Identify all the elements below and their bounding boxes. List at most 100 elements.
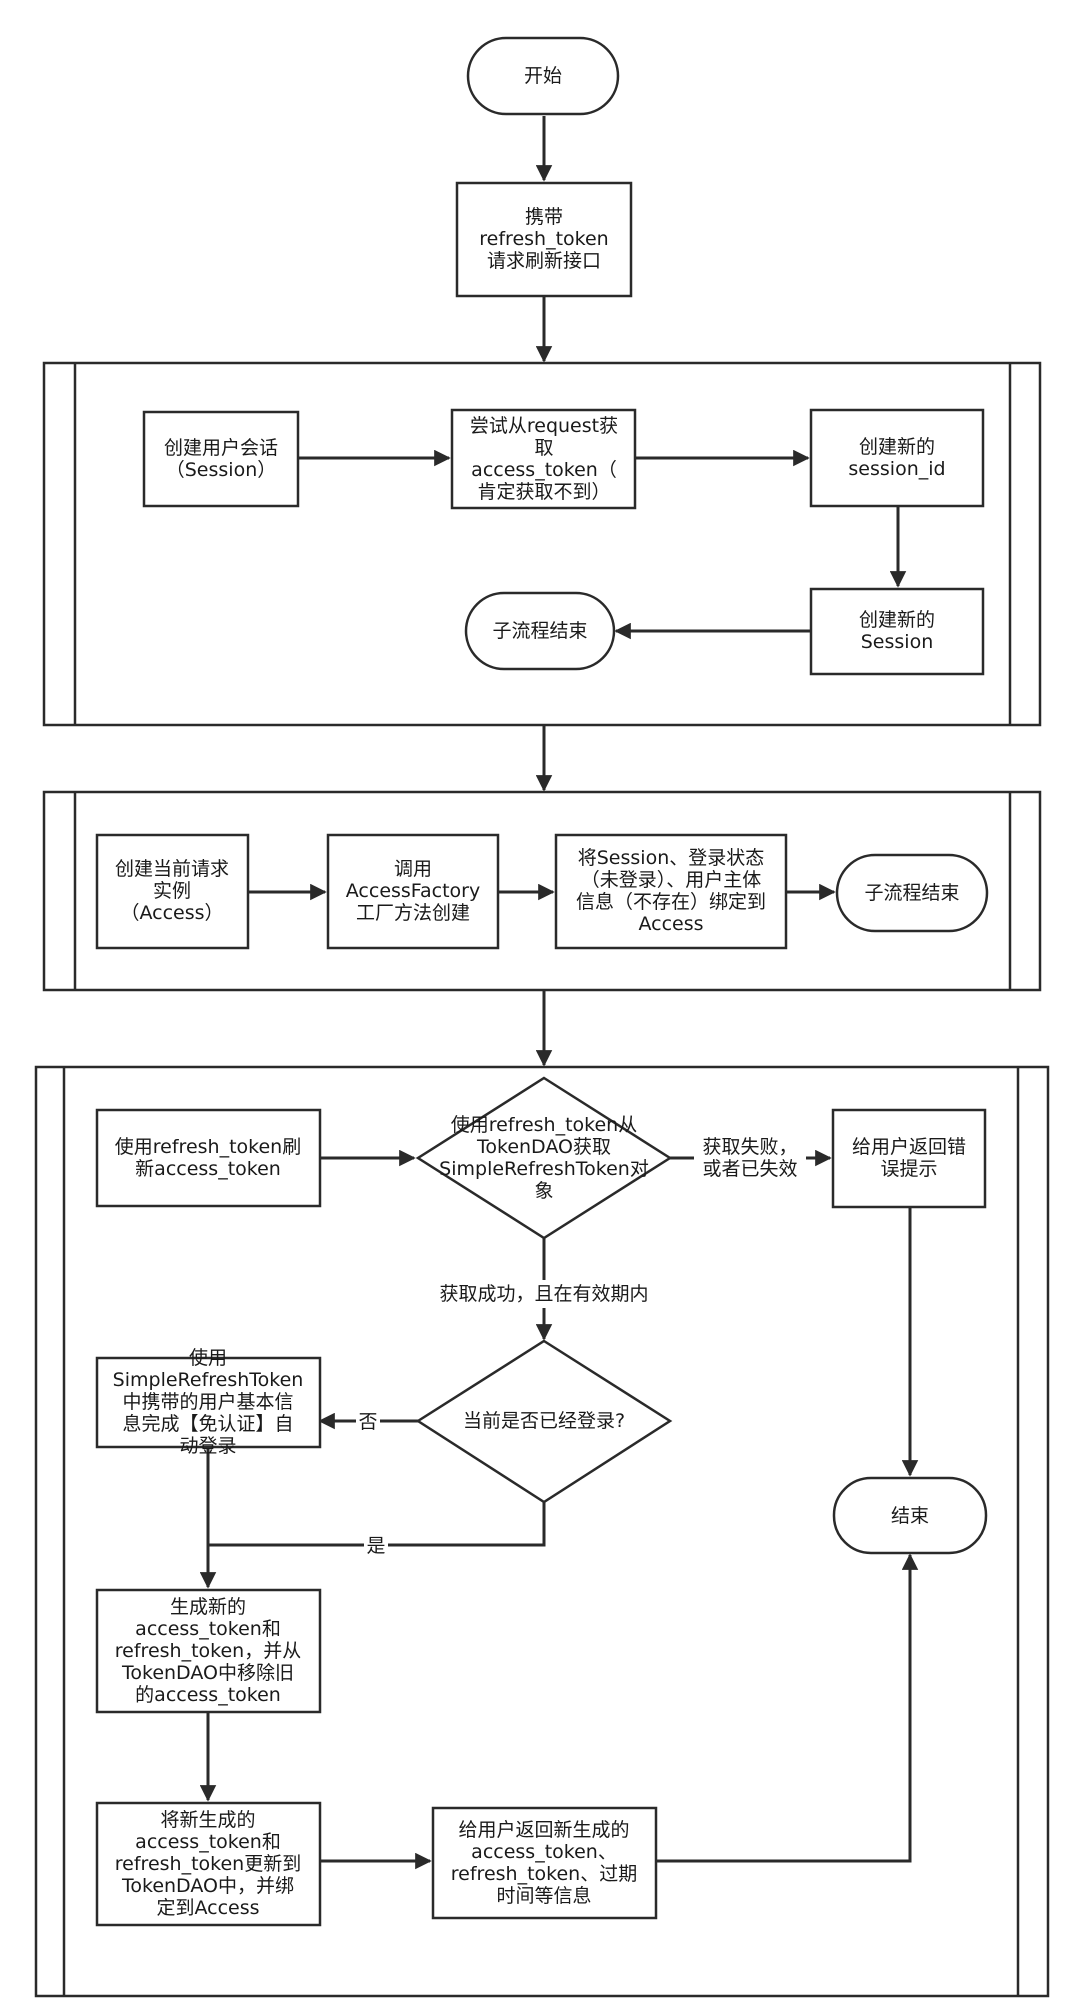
node-s3-auto-login-text-line: 动登录 [179,1435,236,1457]
node-s3-update-tokens-text-line: 定到Access [156,1897,259,1919]
node-s3-use-refresh-token: 使用refresh_token刷新access_token [95,1108,322,1208]
node-s3-update-tokens-text-line: access_token和 [135,1831,281,1853]
node-s1-end-text: 子流程结束 [492,620,587,642]
node-request-refresh-text-line: 携带 [525,206,563,228]
node-s3-end-text: 结束 [891,1505,929,1527]
node-s2-end: 子流程结束 [835,853,989,933]
edge-label-no: 否 [358,1411,377,1433]
node-s3-get-token-decision-text-line: TokenDAO获取 [476,1136,611,1158]
node-s3-end-text-line: 结束 [891,1505,929,1527]
node-s3-generate-tokens-text-line: 生成新的 [170,1596,246,1618]
node-s3-use-refresh-token-text-line: 新access_token [135,1158,281,1180]
node-request-refresh-text-line: refresh_token [479,228,608,250]
node-s3-generate-tokens-text-line: access_token和 [135,1618,281,1640]
node-s1-end: 子流程结束 [464,591,616,671]
node-s3-update-tokens-text-line: refresh_token更新到 [115,1853,301,1875]
node-s3-update-tokens-text-line: TokenDAO中，并绑 [121,1875,294,1897]
node-s3-return-error-text-line: 给用户返回错 [852,1136,966,1158]
node-s3-end: 结束 [832,1476,988,1555]
node-s2-bind-text-line: 信息（不存在）绑定到 [576,891,766,913]
node-s1-create-session-text-line: （Session） [166,459,277,481]
node-s3-auto-login-text-line: 中携带的用户基本信 [122,1391,293,1413]
node-s1-new-session-text-line: 创建新的 [859,609,935,631]
node-s2-end-text: 子流程结束 [864,882,959,904]
node-s2-bind-text-line: （未登录）、用户主体 [581,869,762,891]
node-s2-create-access-text-line: 创建当前请求 [115,858,229,880]
node-s3-return-error-text-line: 误提示 [880,1158,937,1180]
subprocess-access-frame [42,790,1042,992]
node-s2-create-access-text: 创建当前请求实例（Access） [115,858,229,924]
edge-label-fail-line: 获取失败， [702,1136,797,1158]
edge-return-to-end [656,1553,919,1863]
node-s2-bind-text-line: Access [638,913,703,935]
node-s1-create-session-text: 创建用户会话（Session） [164,437,278,481]
edge-label-success-line: 获取成功，且在有效期内 [439,1283,648,1305]
node-s3-auto-login-text-line: SimpleRefreshToken [113,1369,304,1391]
node-s1-try-get-token-text-line: 取 [534,437,553,459]
node-s3-return-tokens-text-line: 给用户返回新生成的 [458,1819,629,1841]
node-s3-update-tokens-text-line: 将新生成的 [160,1809,255,1831]
subprocess-session-frame [42,361,1042,727]
node-s3-logged-in-decision: 当前是否已经登录? [415,1339,673,1504]
node-s3-get-token-decision-text-line: 使用refresh_token从 [451,1114,637,1136]
node-s3-auto-login-text-line: 息完成【免认证】自 [122,1413,293,1435]
node-s1-new-session-id-text-line: session_id [848,458,945,480]
node-s3-generate-tokens-text-line: refresh_token，并从 [115,1640,301,1662]
node-s1-new-session-id-text-line: 创建新的 [859,436,935,458]
node-start-text-line: 开始 [524,65,562,87]
edge-label-yes-line: 是 [366,1535,385,1557]
node-s3-return-error-text: 给用户返回错误提示 [852,1136,966,1180]
edge-label-success: 获取成功，且在有效期内 [439,1283,648,1305]
node-start: 开始 [466,36,620,116]
node-s3-auto-login-text-line: 使用 [189,1347,227,1369]
edge-logged-yes-merge [208,1502,546,1547]
node-s1-try-get-token-text-line: 肯定获取不到） [477,481,610,503]
node-s2-create-access-text-line: 实例 [153,880,191,902]
node-s1-new-session-text-line: Session [861,631,934,653]
node-s3-logged-in-decision-text: 当前是否已经登录? [463,1410,625,1432]
node-s1-try-get-token-text-line: 尝试从request获 [470,415,618,437]
node-s1-create-session-text-line: 创建用户会话 [164,437,278,459]
subprocess-refresh-frame [34,1065,1050,1998]
node-s2-factory-text-line: 工厂方法创建 [356,902,470,924]
node-s3-generate-tokens-text-line: TokenDAO中移除旧 [121,1662,294,1684]
node-start-text: 开始 [524,65,562,87]
node-s3-return-tokens-text-line: access_token、 [471,1841,617,1863]
node-s3-use-refresh-token-text-line: 使用refresh_token刷 [115,1136,301,1158]
node-s3-return-tokens-text-line: refresh_token、过期 [451,1863,637,1885]
node-s3-return-tokens-text-line: 时间等信息 [496,1885,591,1907]
node-s3-logged-in-decision-text-line: 当前是否已经登录? [463,1410,625,1432]
node-s1-try-get-token-text-line: access_token（ [471,459,617,481]
node-s1-end-text-line: 子流程结束 [492,620,587,642]
node-s2-factory-text-line: 调用 [394,858,432,880]
edge-label-fail: 获取失败，或者已失效 [702,1136,797,1180]
node-s3-return-error: 给用户返回错误提示 [831,1108,987,1209]
node-s2-factory-text-line: AccessFactory [346,880,480,902]
node-s1-create-session: 创建用户会话（Session） [142,410,300,508]
node-s3-use-refresh-token-text: 使用refresh_token刷新access_token [115,1136,301,1180]
edge-label-no-line: 否 [358,1411,377,1433]
node-s3-get-token-decision-text-line: 象 [534,1180,553,1202]
